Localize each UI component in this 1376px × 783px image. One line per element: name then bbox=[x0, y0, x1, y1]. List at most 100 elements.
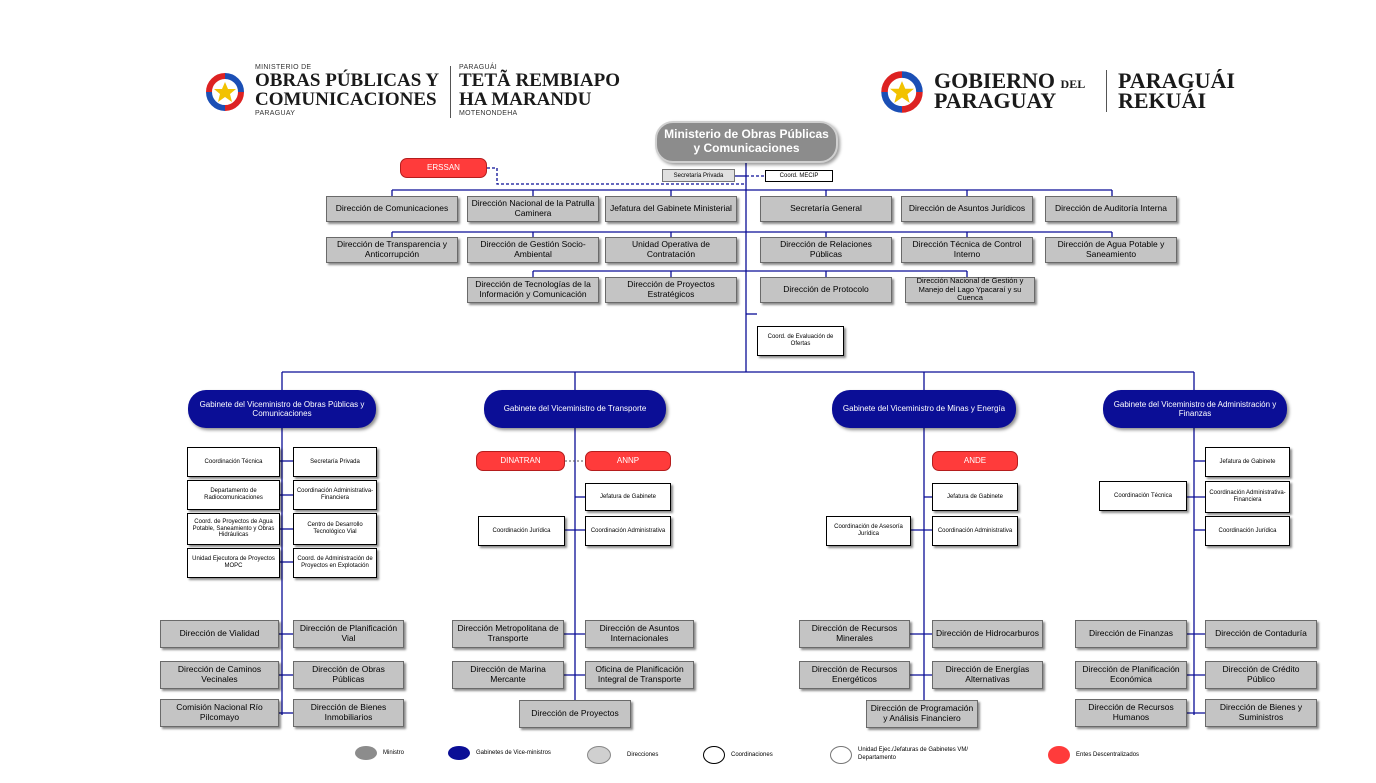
dir-recursos-minerales[interactable]: Dirección de Recursos Minerales bbox=[799, 620, 910, 648]
dir-bienes-inmobiliarios[interactable]: Dirección de Bienes Inmobiliarios bbox=[293, 699, 404, 727]
dir-planificacion-economica[interactable]: Dirección de Planificación Económica bbox=[1075, 661, 1187, 689]
dir-asuntos-juridicos[interactable]: Dirección de Asuntos Jurídicos bbox=[901, 196, 1033, 222]
legend-coordinaciones-swatch bbox=[703, 746, 725, 764]
dir-hidrocarburos[interactable]: Dirección de Hidrocarburos bbox=[932, 620, 1043, 648]
ente-annp[interactable]: ANNP bbox=[585, 451, 671, 471]
dir-bienes-suministros[interactable]: Dirección de Bienes y Suministros bbox=[1205, 699, 1317, 727]
legend-direcciones-label: Direcciones bbox=[627, 752, 659, 758]
dir-programacion-analisis[interactable]: Dirección de Programación y Análisis Fin… bbox=[866, 700, 978, 728]
vm-administracion-finanzas[interactable]: Gabinete del Viceministro de Administrac… bbox=[1103, 390, 1287, 428]
centro-desarrollo-vial[interactable]: Centro de Desarrollo Tecnológico Vial bbox=[293, 513, 377, 545]
dir-caminos-vecinales[interactable]: Dirección de Caminos Vecinales bbox=[160, 661, 279, 689]
coord-admin-financiera-obras[interactable]: Coordinación Administrativa-Financiera bbox=[293, 480, 377, 510]
dir-proyectos[interactable]: Dirección de Proyectos bbox=[519, 700, 631, 728]
depto-radiocomunicaciones[interactable]: Departamento de Radiocomunicaciones bbox=[187, 480, 280, 510]
ministro-node[interactable]: Ministerio de Obras Públicas y Comunicac… bbox=[655, 121, 838, 163]
dir-finanzas[interactable]: Dirección de Finanzas bbox=[1075, 620, 1187, 648]
coord-administrativa-minas[interactable]: Coordinación Administrativa bbox=[932, 516, 1018, 546]
legend-gabinetes: Gabinetes de Vice-ministros bbox=[448, 746, 551, 760]
gobierno-line2: PARAGUAY bbox=[934, 88, 1057, 113]
legend-entes-swatch bbox=[1048, 746, 1070, 764]
dir-vialidad[interactable]: Dirección de Vialidad bbox=[160, 620, 279, 648]
dir-transparencia[interactable]: Dirección de Transparencia y Anticorrupc… bbox=[326, 237, 458, 263]
dir-gestion-socioambiental[interactable]: Dirección de Gestión Socio-Ambiental bbox=[467, 237, 599, 263]
secretaria-privada-obras[interactable]: Secretaría Privada bbox=[293, 447, 377, 477]
guarani-line1: TETÃ REMBIAPO bbox=[459, 70, 620, 91]
coord-admin-proyectos-explotacion[interactable]: Coord. de Administración de Proyectos en… bbox=[293, 548, 377, 578]
dir-metropolitana-transporte[interactable]: Dirección Metropolitana de Transporte bbox=[452, 620, 564, 648]
jefatura-gabinete-ministerial[interactable]: Jefatura del Gabinete Ministerial bbox=[605, 196, 737, 222]
dir-recursos-energeticos[interactable]: Dirección de Recursos Energéticos bbox=[799, 661, 910, 689]
del-word: DEL bbox=[1060, 77, 1086, 91]
logo-divider bbox=[1106, 70, 1107, 112]
ministry-country: PARAGUAY bbox=[255, 110, 296, 117]
legend-gabinetes-label: Gabinetes de Vice-ministros bbox=[476, 750, 551, 756]
legend-ministro: Ministro bbox=[355, 746, 404, 760]
legend-unidades-swatch bbox=[830, 746, 852, 764]
coord-tecnica-admin[interactable]: Coordinación Técnica bbox=[1099, 481, 1187, 511]
coord-mecip[interactable]: Coord. MECIP bbox=[765, 170, 833, 182]
ministry-line1: OBRAS PÚBLICAS Y bbox=[255, 70, 440, 91]
dir-patrulla-caminera[interactable]: Dirección Nacional de la Patrulla Camine… bbox=[467, 196, 599, 222]
dir-asuntos-internacionales[interactable]: Dirección de Asuntos Internacionales bbox=[585, 620, 694, 648]
logo-divider bbox=[450, 66, 451, 118]
secretaria-privada-ministro[interactable]: Secretaría Privada bbox=[662, 169, 735, 182]
coord-juridica-transporte[interactable]: Coordinación Jurídica bbox=[478, 516, 565, 546]
ministry-line2: COMUNICACIONES bbox=[255, 89, 437, 110]
coord-juridica-admin[interactable]: Coordinación Jurídica bbox=[1205, 516, 1290, 546]
ministro-line2: y Comunicaciones bbox=[693, 141, 800, 155]
ministry-prefix: MINISTERIO DE bbox=[255, 64, 312, 71]
coord-evaluacion-ofertas[interactable]: Coord. de Evaluación de Ofertas bbox=[757, 326, 844, 356]
dir-comunicaciones[interactable]: Dirección de Comunicaciones bbox=[326, 196, 458, 222]
unidad-ejecutora-mopc[interactable]: Unidad Ejecutora de Proyectos MOPC bbox=[187, 548, 280, 578]
rekuai-line2: REKUÁI bbox=[1118, 88, 1207, 113]
dir-lago-ypacarai[interactable]: Dirección Nacional de Gestión y Manejo d… bbox=[905, 276, 1035, 303]
legend-entes-label: Entes Descentralizados bbox=[1076, 752, 1140, 758]
legend-coordinaciones: Coordinaciones bbox=[703, 746, 773, 764]
dir-credito-publico[interactable]: Dirección de Crédito Público bbox=[1205, 661, 1317, 689]
coord-administrativa-transporte[interactable]: Coordinación Administrativa bbox=[585, 516, 671, 546]
dir-auditoria-interna[interactable]: Dirección de Auditoría Interna bbox=[1045, 196, 1177, 222]
unidad-operativa-contratacion[interactable]: Unidad Operativa de Contratación bbox=[605, 237, 737, 263]
jefatura-gabinete-admin[interactable]: Jefatura de Gabinete bbox=[1205, 447, 1290, 477]
dir-tecnica-control-interno[interactable]: Dirección Técnica de Control Interno bbox=[901, 237, 1033, 263]
dir-planificacion-vial[interactable]: Dirección de Planificación Vial bbox=[293, 620, 404, 648]
legend-unidades-label: Unidad Ejec./Jefaturas de Gabinetes VM/ … bbox=[858, 747, 969, 761]
legend-unidades: Unidad Ejec./Jefaturas de Gabinetes VM/ … bbox=[830, 746, 976, 764]
secretaria-general[interactable]: Secretaría General bbox=[760, 196, 892, 222]
jefatura-gabinete-minas[interactable]: Jefatura de Gabinete bbox=[932, 483, 1018, 511]
coord-tecnica-obras[interactable]: Coordinación Técnica bbox=[187, 447, 280, 477]
dir-protocolo[interactable]: Dirección de Protocolo bbox=[760, 277, 892, 303]
legend-gabinetes-swatch bbox=[448, 746, 470, 760]
dir-contaduria[interactable]: Dirección de Contaduría bbox=[1205, 620, 1317, 648]
dir-energias-alternativas[interactable]: Dirección de Energías Alternativas bbox=[932, 661, 1043, 689]
gobierno-logo: GOBIERNO DEL PARAGUAY PARAGUÁI REKUÁI bbox=[878, 66, 1298, 116]
dir-marina-mercante[interactable]: Dirección de Marina Mercante bbox=[452, 661, 564, 689]
oficina-planificacion-transporte[interactable]: Oficina de Planificación Integral de Tra… bbox=[585, 661, 694, 689]
gobierno-line1: GOBIERNO DEL bbox=[934, 68, 1085, 94]
guarani-suffix: MOTENONDEHA bbox=[459, 110, 518, 117]
ente-dinatran[interactable]: DINATRAN bbox=[476, 451, 565, 471]
mopc-logo: MINISTERIO DE OBRAS PÚBLICAS Y COMUNICAC… bbox=[203, 64, 623, 122]
dir-proyectos-estrategicos[interactable]: Dirección de Proyectos Estratégicos bbox=[605, 277, 737, 303]
dir-obras-publicas[interactable]: Dirección de Obras Públicas bbox=[293, 661, 404, 689]
vm-obras-publicas[interactable]: Gabinete del Viceministro de Obras Públi… bbox=[188, 390, 376, 428]
dir-relaciones-publicas[interactable]: Dirección de Relaciones Públicas bbox=[760, 237, 892, 263]
dir-agua-potable[interactable]: Dirección de Agua Potable y Saneamiento bbox=[1045, 237, 1177, 263]
ministro-line1: Ministerio de Obras Públicas bbox=[664, 127, 829, 142]
ente-ande[interactable]: ANDE bbox=[932, 451, 1018, 471]
dir-recursos-humanos[interactable]: Dirección de Recursos Humanos bbox=[1075, 699, 1187, 727]
legend-entes: Entes Descentralizados bbox=[1048, 746, 1139, 764]
vm-minas-energia[interactable]: Gabinete del Viceministro de Minas y Ene… bbox=[832, 390, 1016, 428]
legend-ministro-swatch bbox=[355, 746, 377, 760]
dir-tecnologias-informacion[interactable]: Dirección de Tecnologías de la Informaci… bbox=[467, 277, 599, 303]
vm-transporte[interactable]: Gabinete del Viceministro de Transporte bbox=[484, 390, 666, 428]
jefatura-gabinete-transporte[interactable]: Jefatura de Gabinete bbox=[585, 483, 671, 511]
comision-pilcomayo[interactable]: Comisión Nacional Río Pilcomayo bbox=[160, 699, 279, 727]
ente-erssan[interactable]: ERSSAN bbox=[400, 158, 487, 178]
legend-direcciones: Direcciones bbox=[587, 746, 658, 764]
coord-admin-financiera-admin[interactable]: Coordinación Administrativa-Financiera bbox=[1205, 481, 1290, 513]
coord-asesoria-juridica-minas[interactable]: Coordinación de Asesoría Jurídica bbox=[826, 516, 911, 546]
coord-proyectos-agua[interactable]: Coord. de Proyectos de Agua Potable, San… bbox=[187, 513, 280, 545]
